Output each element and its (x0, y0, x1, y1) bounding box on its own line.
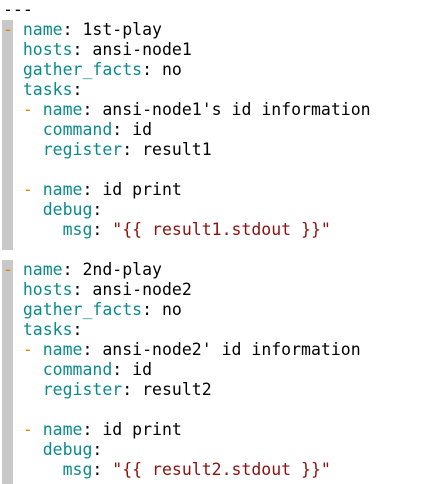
yaml-separator: : (122, 380, 143, 399)
yaml-value: id print (102, 180, 182, 199)
code-line[interactable]: --- (3, 0, 33, 20)
list-dash: - (22, 180, 33, 199)
line-gutter (0, 0, 13, 484)
yaml-value: no (161, 300, 182, 319)
yaml-value: --- (3, 0, 33, 19)
yaml-key: tasks (22, 320, 73, 339)
yaml-separator: : (82, 420, 103, 439)
list-dash: - (22, 420, 33, 439)
code-line[interactable]: register: result2 (3, 380, 212, 400)
yaml-key: gather_facts (22, 300, 143, 319)
yaml-value: id print (102, 420, 182, 439)
yaml-key: debug (42, 200, 93, 219)
code-line[interactable]: debug: (3, 200, 103, 220)
yaml-separator: : (62, 20, 83, 39)
yaml-value: 1st-play (82, 20, 162, 39)
yaml-separator: : (112, 120, 133, 139)
code-line[interactable]: hosts: ansi-node2 (3, 280, 192, 300)
yaml-separator: : (92, 440, 103, 459)
code-line[interactable]: - name: ansi-node2' id information (3, 340, 361, 360)
yaml-value: ansi-node1's id information (102, 100, 371, 119)
yaml-separator: : (122, 140, 143, 159)
code-line[interactable]: gather_facts: no (3, 60, 182, 80)
code-line[interactable]: tasks: (3, 80, 83, 100)
yaml-separator: : (82, 180, 103, 199)
code-line[interactable]: gather_facts: no (3, 300, 182, 320)
code-line[interactable]: msg: "{{ result1.stdout }}" (3, 220, 331, 240)
yaml-value: ansi-node1 (92, 40, 192, 59)
yaml-value: ansi-node2 (92, 280, 192, 299)
code-line[interactable]: msg: "{{ result2.stdout }}" (3, 460, 331, 480)
yaml-value: result1 (142, 140, 212, 159)
yaml-key: msg (62, 220, 93, 239)
code-line[interactable]: command: id (3, 360, 152, 380)
yaml-value: ansi-node2' id information (102, 340, 361, 359)
fold-marker-play-2[interactable] (2, 260, 13, 484)
yaml-separator: : (142, 300, 162, 319)
list-dash: - (22, 340, 33, 359)
list-dash: - (3, 260, 13, 279)
yaml-key: tasks (22, 80, 73, 99)
code-line[interactable]: - name: id print (3, 180, 182, 200)
yaml-value: no (161, 60, 182, 79)
yaml-key: debug (42, 440, 93, 459)
yaml-key: name (42, 100, 83, 119)
yaml-value: id (132, 120, 153, 139)
yaml-key: name (42, 420, 83, 439)
yaml-value: result2 (142, 380, 212, 399)
yaml-separator: : (72, 280, 93, 299)
code-line[interactable]: - name: 2nd-play (3, 260, 162, 280)
yaml-key: register (42, 380, 123, 399)
yaml-separator: : (92, 200, 103, 219)
yaml-string: "{{ result1.stdout }}" (112, 220, 331, 239)
yaml-key: hosts (22, 40, 73, 59)
yaml-string: "{{ result2.stdout }}" (112, 460, 331, 479)
yaml-separator: : (82, 340, 103, 359)
code-line[interactable]: register: result1 (3, 140, 212, 160)
yaml-separator: : (82, 100, 103, 119)
yaml-value: id (132, 360, 153, 379)
code-line[interactable]: hosts: ansi-node1 (3, 40, 192, 60)
yaml-key: name (42, 180, 83, 199)
yaml-separator: : (92, 220, 113, 239)
yaml-separator: : (72, 40, 93, 59)
list-dash: - (22, 100, 33, 119)
yaml-key: msg (62, 460, 93, 479)
yaml-separator: : (72, 80, 83, 99)
yaml-separator: : (92, 460, 113, 479)
yaml-key: command (42, 360, 113, 379)
yaml-key: command (42, 120, 113, 139)
yaml-key: gather_facts (22, 60, 143, 79)
code-line[interactable]: command: id (3, 120, 152, 140)
code-line[interactable]: tasks: (3, 320, 83, 340)
yaml-separator: : (112, 360, 133, 379)
yaml-key: name (22, 20, 63, 39)
yaml-key: name (22, 260, 63, 279)
yaml-key: name (42, 340, 83, 359)
code-line[interactable]: debug: (3, 440, 103, 460)
fold-marker-play-1[interactable] (2, 20, 13, 250)
yaml-value: 2nd-play (82, 260, 162, 279)
code-line[interactable]: - name: ansi-node1's id information (3, 100, 371, 120)
yaml-key: register (42, 140, 123, 159)
list-dash: - (3, 20, 13, 39)
code-line[interactable]: - name: 1st-play (3, 20, 162, 40)
yaml-separator: : (62, 260, 83, 279)
yaml-key: hosts (22, 280, 73, 299)
code-line[interactable]: - name: id print (3, 420, 182, 440)
yaml-separator: : (72, 320, 83, 339)
yaml-separator: : (142, 60, 162, 79)
